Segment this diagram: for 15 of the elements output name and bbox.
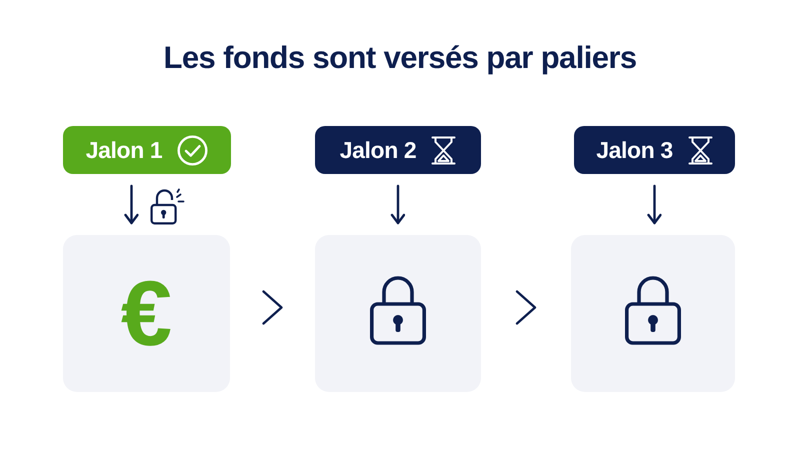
euro-sign: € (120, 268, 172, 360)
down-arrow (390, 184, 406, 224)
milestone-badge (574, 126, 735, 174)
chevron-arrow (516, 290, 536, 325)
milestone-label: Jalon 3 (596, 136, 673, 164)
step-card (315, 235, 481, 392)
down-arrow (647, 184, 662, 224)
milestone-label: Jalon 1 (86, 136, 162, 164)
title: Les fonds sont versés par paliers (164, 40, 636, 75)
milestone-label: Jalon 2 (340, 136, 416, 164)
down-arrow (124, 184, 139, 224)
chevron-arrow (262, 290, 283, 325)
milestone-badge (63, 126, 231, 174)
step-card (571, 235, 735, 392)
milestone-badge (315, 126, 481, 174)
